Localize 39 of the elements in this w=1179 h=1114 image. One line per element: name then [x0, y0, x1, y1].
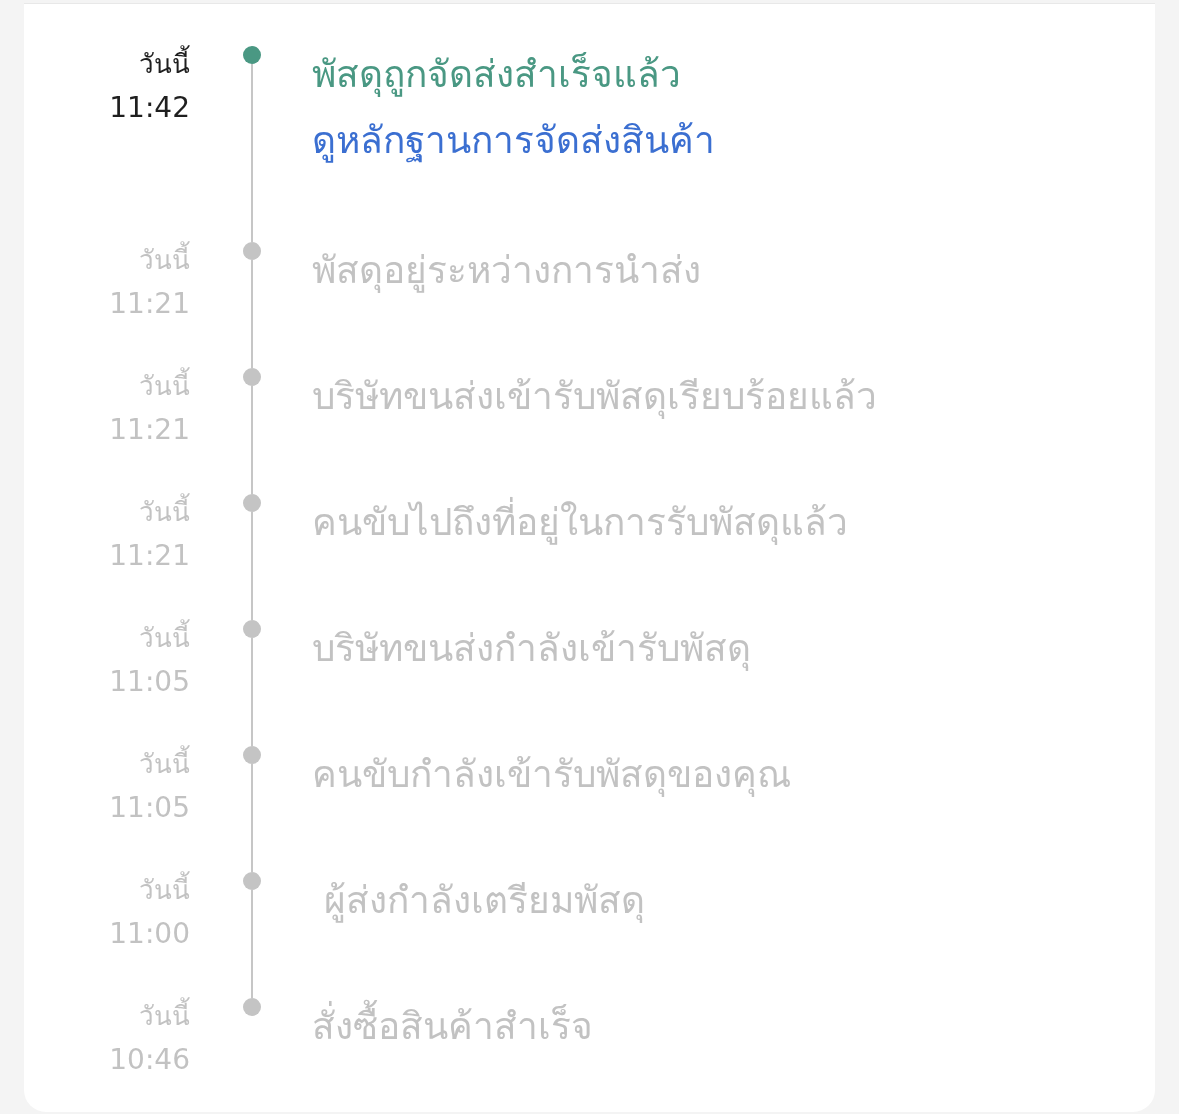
status-text: ผู้ส่งกำลังเตรียมพัสดุ: [322, 878, 645, 925]
dot-icon: [243, 494, 261, 512]
timeline-line: [251, 511, 253, 621]
dot-icon: [243, 242, 261, 260]
date-label: วันนี้: [139, 873, 190, 907]
dot-icon: [243, 746, 261, 764]
timeline-line: [251, 385, 253, 495]
date-label: วันนี้: [139, 495, 190, 529]
dot-icon: [243, 368, 261, 386]
status-text: คนขับกำลังเข้ารับพัสดุของคุณ: [312, 752, 791, 799]
time-label: 11:21: [109, 412, 190, 448]
status-text: บริษัทขนส่งเข้ารับพัสดุเรียบร้อยแล้ว: [312, 374, 877, 421]
dot-icon: [243, 998, 261, 1016]
link: ดูหลักฐานการจัดส่งสินค้า: [312, 118, 715, 165]
timeline-line: [251, 259, 253, 369]
date-label: วันนี้: [139, 747, 190, 781]
date-label: วันนี้: [139, 369, 190, 403]
status-text: พัสดุอยู่ระหว่างการนำส่ง: [312, 248, 701, 295]
status-text: พัสดุถูกจัดส่งสำเร็จแล้ว: [312, 51, 681, 99]
time-label: 11:00: [109, 916, 190, 952]
timeline-line: [251, 763, 253, 873]
dot-icon: [243, 46, 261, 64]
date-label: วันนี้: [139, 243, 190, 277]
timeline-line: [251, 889, 253, 999]
time-label: 11:42: [109, 90, 190, 126]
status-text: คนขับไปถึงที่อยู่ในการรับพัสดุแล้ว: [312, 498, 848, 548]
status-text: บริษัทขนส่งกำลังเข้ารับพัสดุ: [312, 626, 751, 673]
time-label: 11:05: [109, 790, 190, 826]
time-label: 11:05: [109, 664, 190, 700]
dot-icon: [243, 872, 261, 890]
date-label: วันนี้: [139, 999, 190, 1033]
timeline-line: [251, 63, 253, 243]
dot-icon: [243, 620, 261, 638]
time-label: 11:21: [109, 286, 190, 322]
time-label: 11:21: [109, 538, 190, 574]
date-label: วันนี้: [139, 47, 190, 81]
time-label: 10:46: [109, 1042, 190, 1078]
timeline-line: [251, 637, 253, 747]
date-label: วันนี้: [139, 621, 190, 655]
